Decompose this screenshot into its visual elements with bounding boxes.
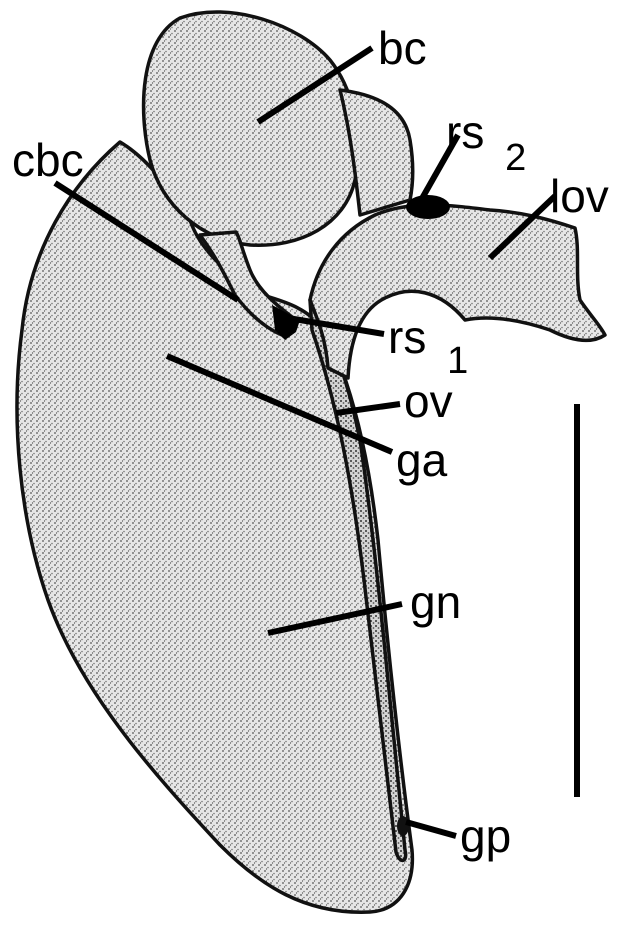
bursa-copulatrix-shape [144, 12, 359, 245]
genital-pore-shape [397, 816, 409, 836]
label-rs2: rs 2 [446, 106, 526, 179]
label-gn: gn [410, 576, 461, 628]
leader-gp [406, 822, 456, 836]
label-gp: gp [460, 810, 511, 862]
receptaculum-2-shape [406, 195, 450, 219]
label-rs1: rs 1 [388, 311, 468, 382]
label-ga: ga [396, 434, 448, 486]
label-lov: lov [550, 170, 609, 222]
label-rs1-main: rs [388, 311, 426, 363]
label-rs2-main: rs [446, 106, 484, 158]
label-bc: bc [378, 22, 427, 74]
label-cbc: cbc [12, 134, 84, 186]
label-ov: ov [404, 375, 453, 427]
label-rs2-sub: 2 [505, 137, 526, 179]
